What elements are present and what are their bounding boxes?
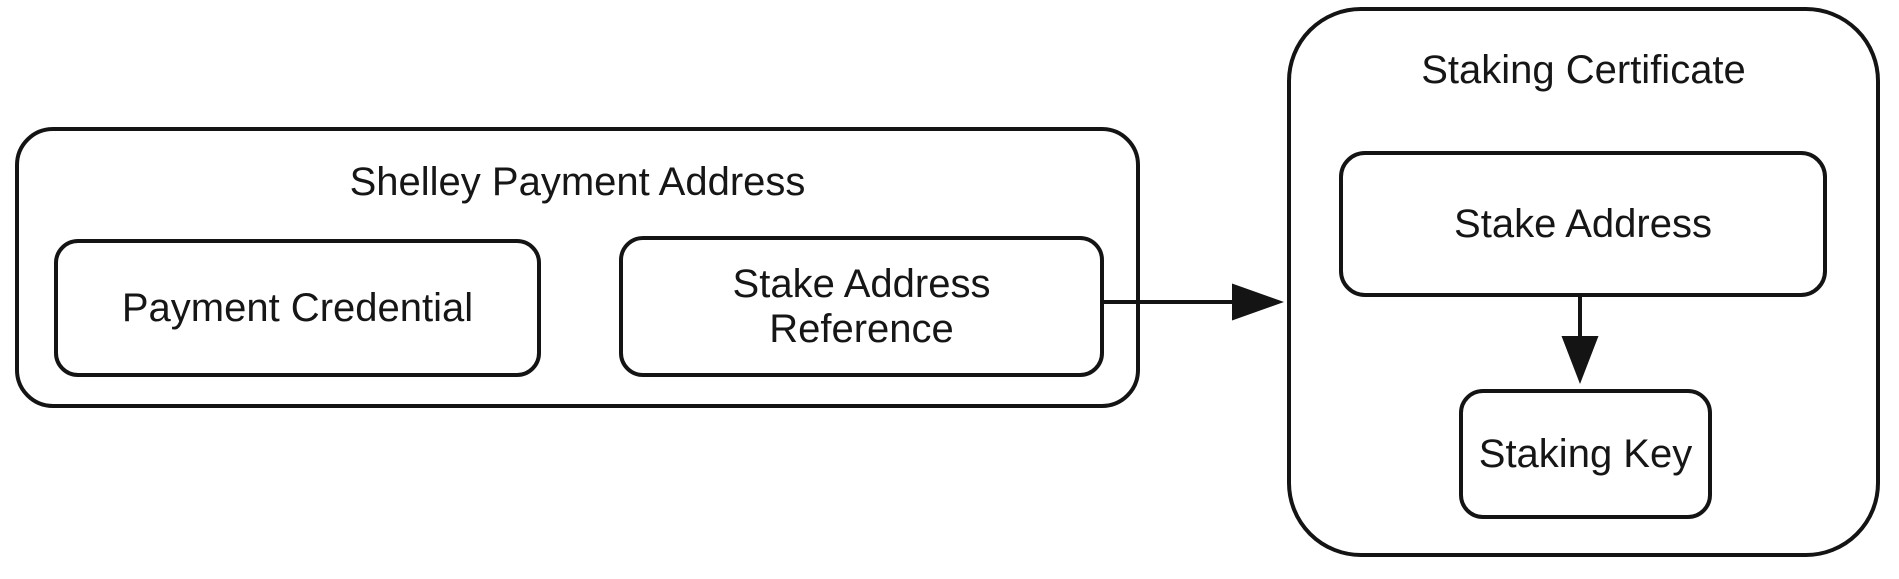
payment-credential-label: Payment Credential xyxy=(121,285,474,330)
payment-credential-node: Payment Credential xyxy=(54,239,541,377)
staking-certificate-container: Staking Certificate Stake Address Stakin… xyxy=(1287,7,1880,557)
stake-address-reference-label: Stake Address Reference xyxy=(732,261,991,351)
staking-key-node: Staking Key xyxy=(1459,389,1712,519)
shelley-payment-address-container: Shelley Payment Address Payment Credenti… xyxy=(15,127,1140,408)
stake-address-reference-node: Stake Address Reference xyxy=(619,236,1104,377)
staking-certificate-title: Staking Certificate xyxy=(1421,48,1746,92)
stake-address-label: Stake Address xyxy=(1454,201,1712,246)
shelley-payment-address-title: Shelley Payment Address xyxy=(349,160,806,204)
stake-address-node: Stake Address xyxy=(1339,151,1827,297)
staking-key-label: Staking Key xyxy=(1478,431,1693,476)
